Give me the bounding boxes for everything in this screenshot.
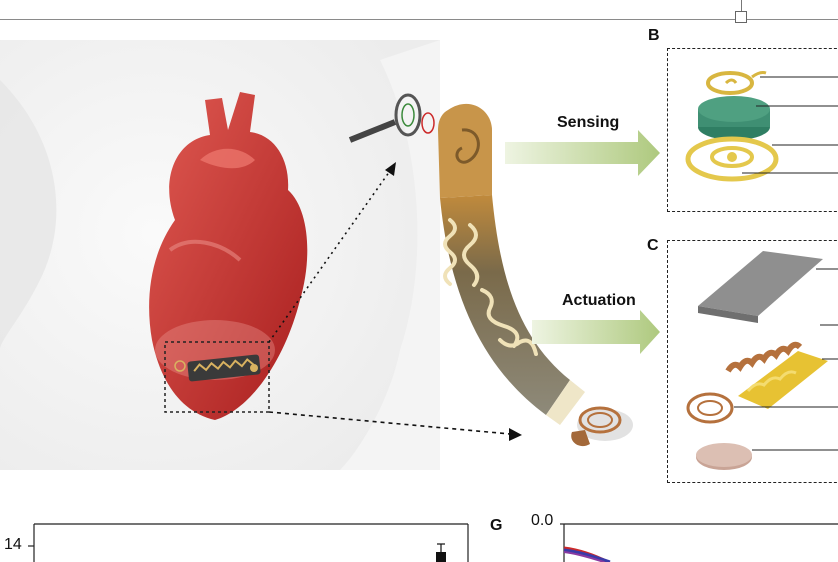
selection-handle[interactable] [735,11,747,23]
zoom-box [164,341,270,413]
panel-g-letter: G [490,517,503,534]
flexible-strip-device [438,103,585,425]
sensing-label: Sensing [557,114,620,131]
right-plot-frame [560,523,838,562]
figure-top-border [0,19,838,20]
pointer-line-down [268,411,511,435]
panel-c-box [667,240,838,483]
panel-b-box [667,48,838,212]
selection-handle-stem [741,0,742,12]
sensing-arrow [505,130,660,176]
actuation-arrow [532,310,660,354]
panel-c-letter: C [647,237,659,254]
heart-illustration [149,92,308,420]
probe-reader [348,93,435,143]
wireless-coil [571,406,633,447]
actuator-exploded-view [686,251,838,470]
sensor-exploded-view [685,71,838,182]
right-plot-ytick-0: 0.0 [531,512,554,529]
left-plot-ytick-14: 14 [4,536,22,553]
panel-b-letter: B [648,27,660,44]
device-illustration [0,40,660,470]
actuation-label: Actuation [562,292,636,309]
left-plot-frame [28,523,469,562]
